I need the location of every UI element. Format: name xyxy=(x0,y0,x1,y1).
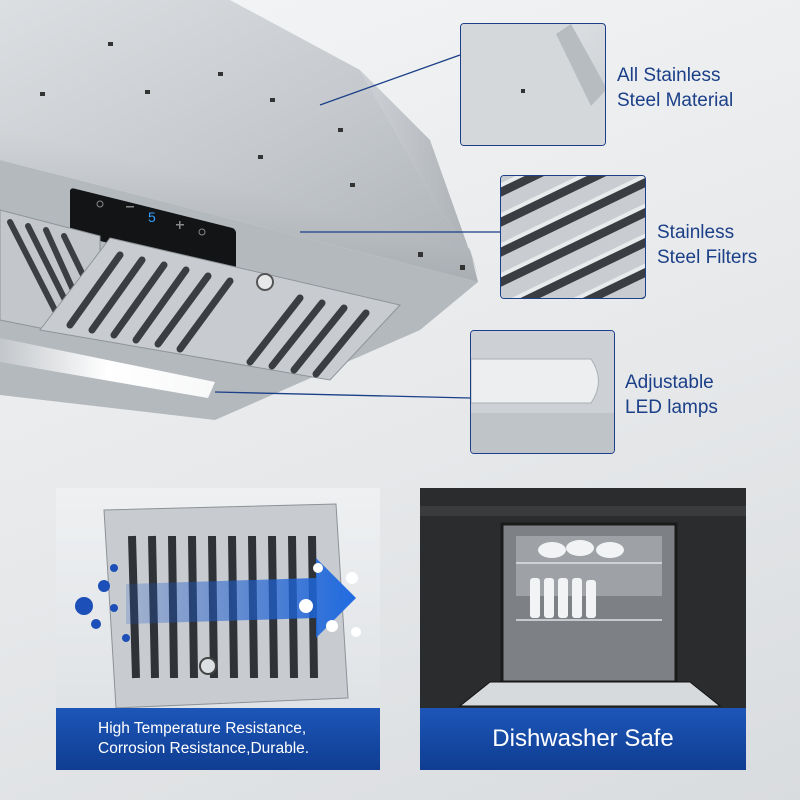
dishwasher-illustration xyxy=(420,488,746,708)
dishwasher-banner-text: Dishwasher Safe xyxy=(492,725,674,752)
hood-front-rim xyxy=(0,128,478,282)
filter-banner-line1: High Temperature Resistance, xyxy=(98,720,307,737)
led-lamp-strip xyxy=(0,338,215,398)
callout-label-led: Adjustable LED lamps xyxy=(625,372,718,418)
dish-racks xyxy=(516,562,662,621)
power-icon xyxy=(96,200,104,208)
hood-side-panel xyxy=(360,70,478,275)
callout-label-stainless-body: All Stainless Steel Material xyxy=(617,65,734,111)
filter-grille-right xyxy=(39,237,401,381)
dishwasher-door xyxy=(458,681,722,707)
callout-image-stainless-body xyxy=(460,23,606,146)
callout-label-filters: Stainless Steel Filters xyxy=(657,222,758,268)
callout-image-led xyxy=(470,330,615,454)
minus-icon xyxy=(126,206,134,208)
filter-illustration xyxy=(75,503,361,708)
filter-knob-closeup xyxy=(199,657,217,675)
control-panel: 5 xyxy=(70,188,236,274)
dishes xyxy=(530,540,624,618)
hood-top-surface xyxy=(0,0,470,250)
filter-banner-line2: Corrosion Resistance,Durable. xyxy=(98,740,310,757)
airflow-arrow xyxy=(126,558,356,638)
dishwasher-feature-banner: Dishwasher Safe xyxy=(420,708,746,770)
mounting-holes xyxy=(40,42,465,270)
plus-icon-vertical xyxy=(179,221,181,229)
clean-air-sparkles xyxy=(299,563,361,637)
range-hood-illustration: 5 xyxy=(0,0,478,420)
filter-feature-panel: High Temperature Resistance, Corrosion R… xyxy=(56,488,380,770)
airflow-particles xyxy=(75,564,130,642)
light-icon xyxy=(198,228,206,236)
control-display: 5 xyxy=(148,209,156,225)
dishwasher-feature-panel: Dishwasher Safe xyxy=(420,488,746,770)
filter-knob xyxy=(256,273,274,291)
callout-image-filters xyxy=(500,175,646,299)
filter-feature-banner: High Temperature Resistance, Corrosion R… xyxy=(56,708,380,770)
